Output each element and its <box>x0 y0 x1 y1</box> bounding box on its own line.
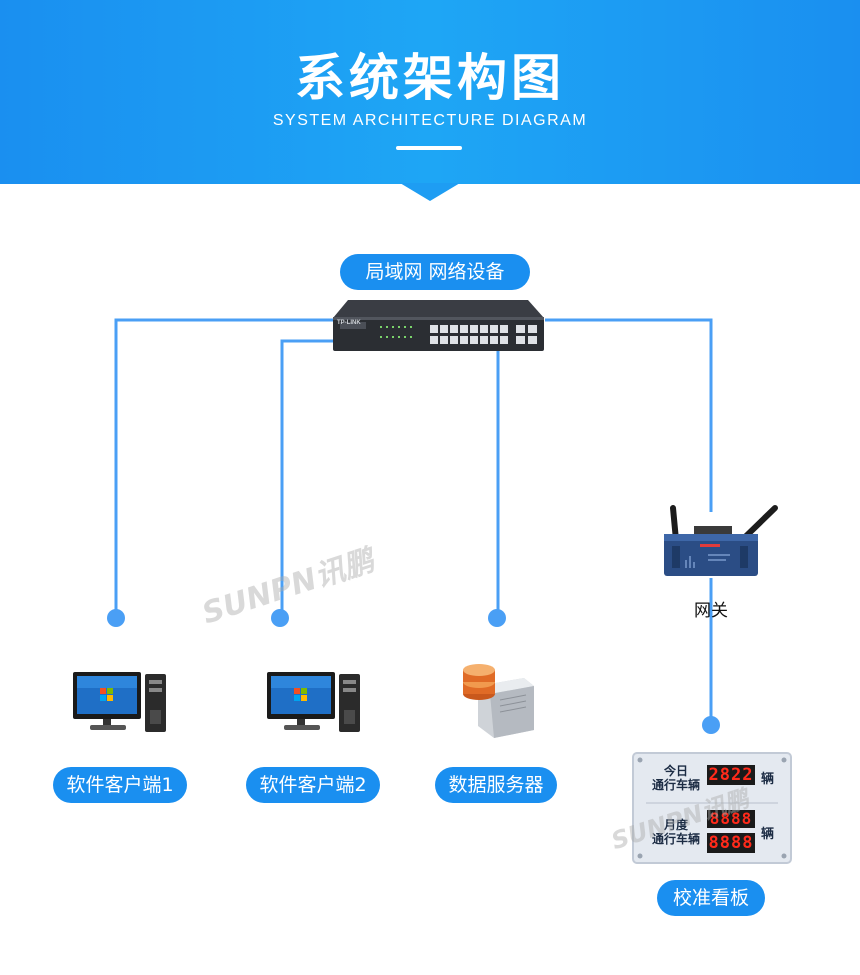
link-client2 <box>280 339 334 617</box>
link-client1 <box>114 318 334 617</box>
led-board <box>632 752 792 864</box>
gateway-device <box>664 505 778 576</box>
client2-computer <box>267 672 360 732</box>
header-arrow <box>400 183 460 201</box>
dot-client2 <box>271 609 289 627</box>
gateway-label: 网关 <box>694 601 728 621</box>
title-underline <box>396 146 462 150</box>
dot-board <box>702 716 720 734</box>
board-month-label-2: 通行车辆 <box>651 832 700 846</box>
client1-label: 软件客户端1 <box>53 767 187 803</box>
board-today-value: 2822 <box>708 765 754 785</box>
client2-label: 软件客户端2 <box>246 767 380 803</box>
board-label: 校准看板 <box>657 880 765 916</box>
connection-dots <box>107 609 720 734</box>
dot-server <box>488 609 506 627</box>
board-unit-today: 辆 <box>761 772 775 787</box>
header-banner <box>0 0 860 184</box>
server-device <box>463 664 534 738</box>
connection-lines <box>114 318 713 724</box>
board-today-label-1: 今日 <box>663 764 688 778</box>
switch-brand: TP-LINK <box>337 320 361 326</box>
board-month-label: 月度 通行车辆 <box>648 818 704 846</box>
page-title: 系统架构图 <box>295 49 565 107</box>
board-unit-month: 辆 <box>761 827 775 842</box>
lan-device-label: 局域网 网络设备 <box>340 254 530 290</box>
board-today-label-2: 通行车辆 <box>651 778 700 792</box>
board-today-label: 今日 通行车辆 <box>648 764 704 792</box>
switch-device <box>333 300 544 351</box>
server-label: 数据服务器 <box>435 767 557 803</box>
link-gateway <box>545 318 713 512</box>
board-month-value-1: 8888 <box>709 809 753 828</box>
board-month-label-1: 月度 <box>663 818 688 832</box>
dot-client1 <box>107 609 125 627</box>
board-month-value-2: 8888 <box>708 833 754 853</box>
page-subtitle: SYSTEM ARCHITECTURE DIAGRAM <box>272 112 588 129</box>
client1-computer <box>73 672 166 732</box>
